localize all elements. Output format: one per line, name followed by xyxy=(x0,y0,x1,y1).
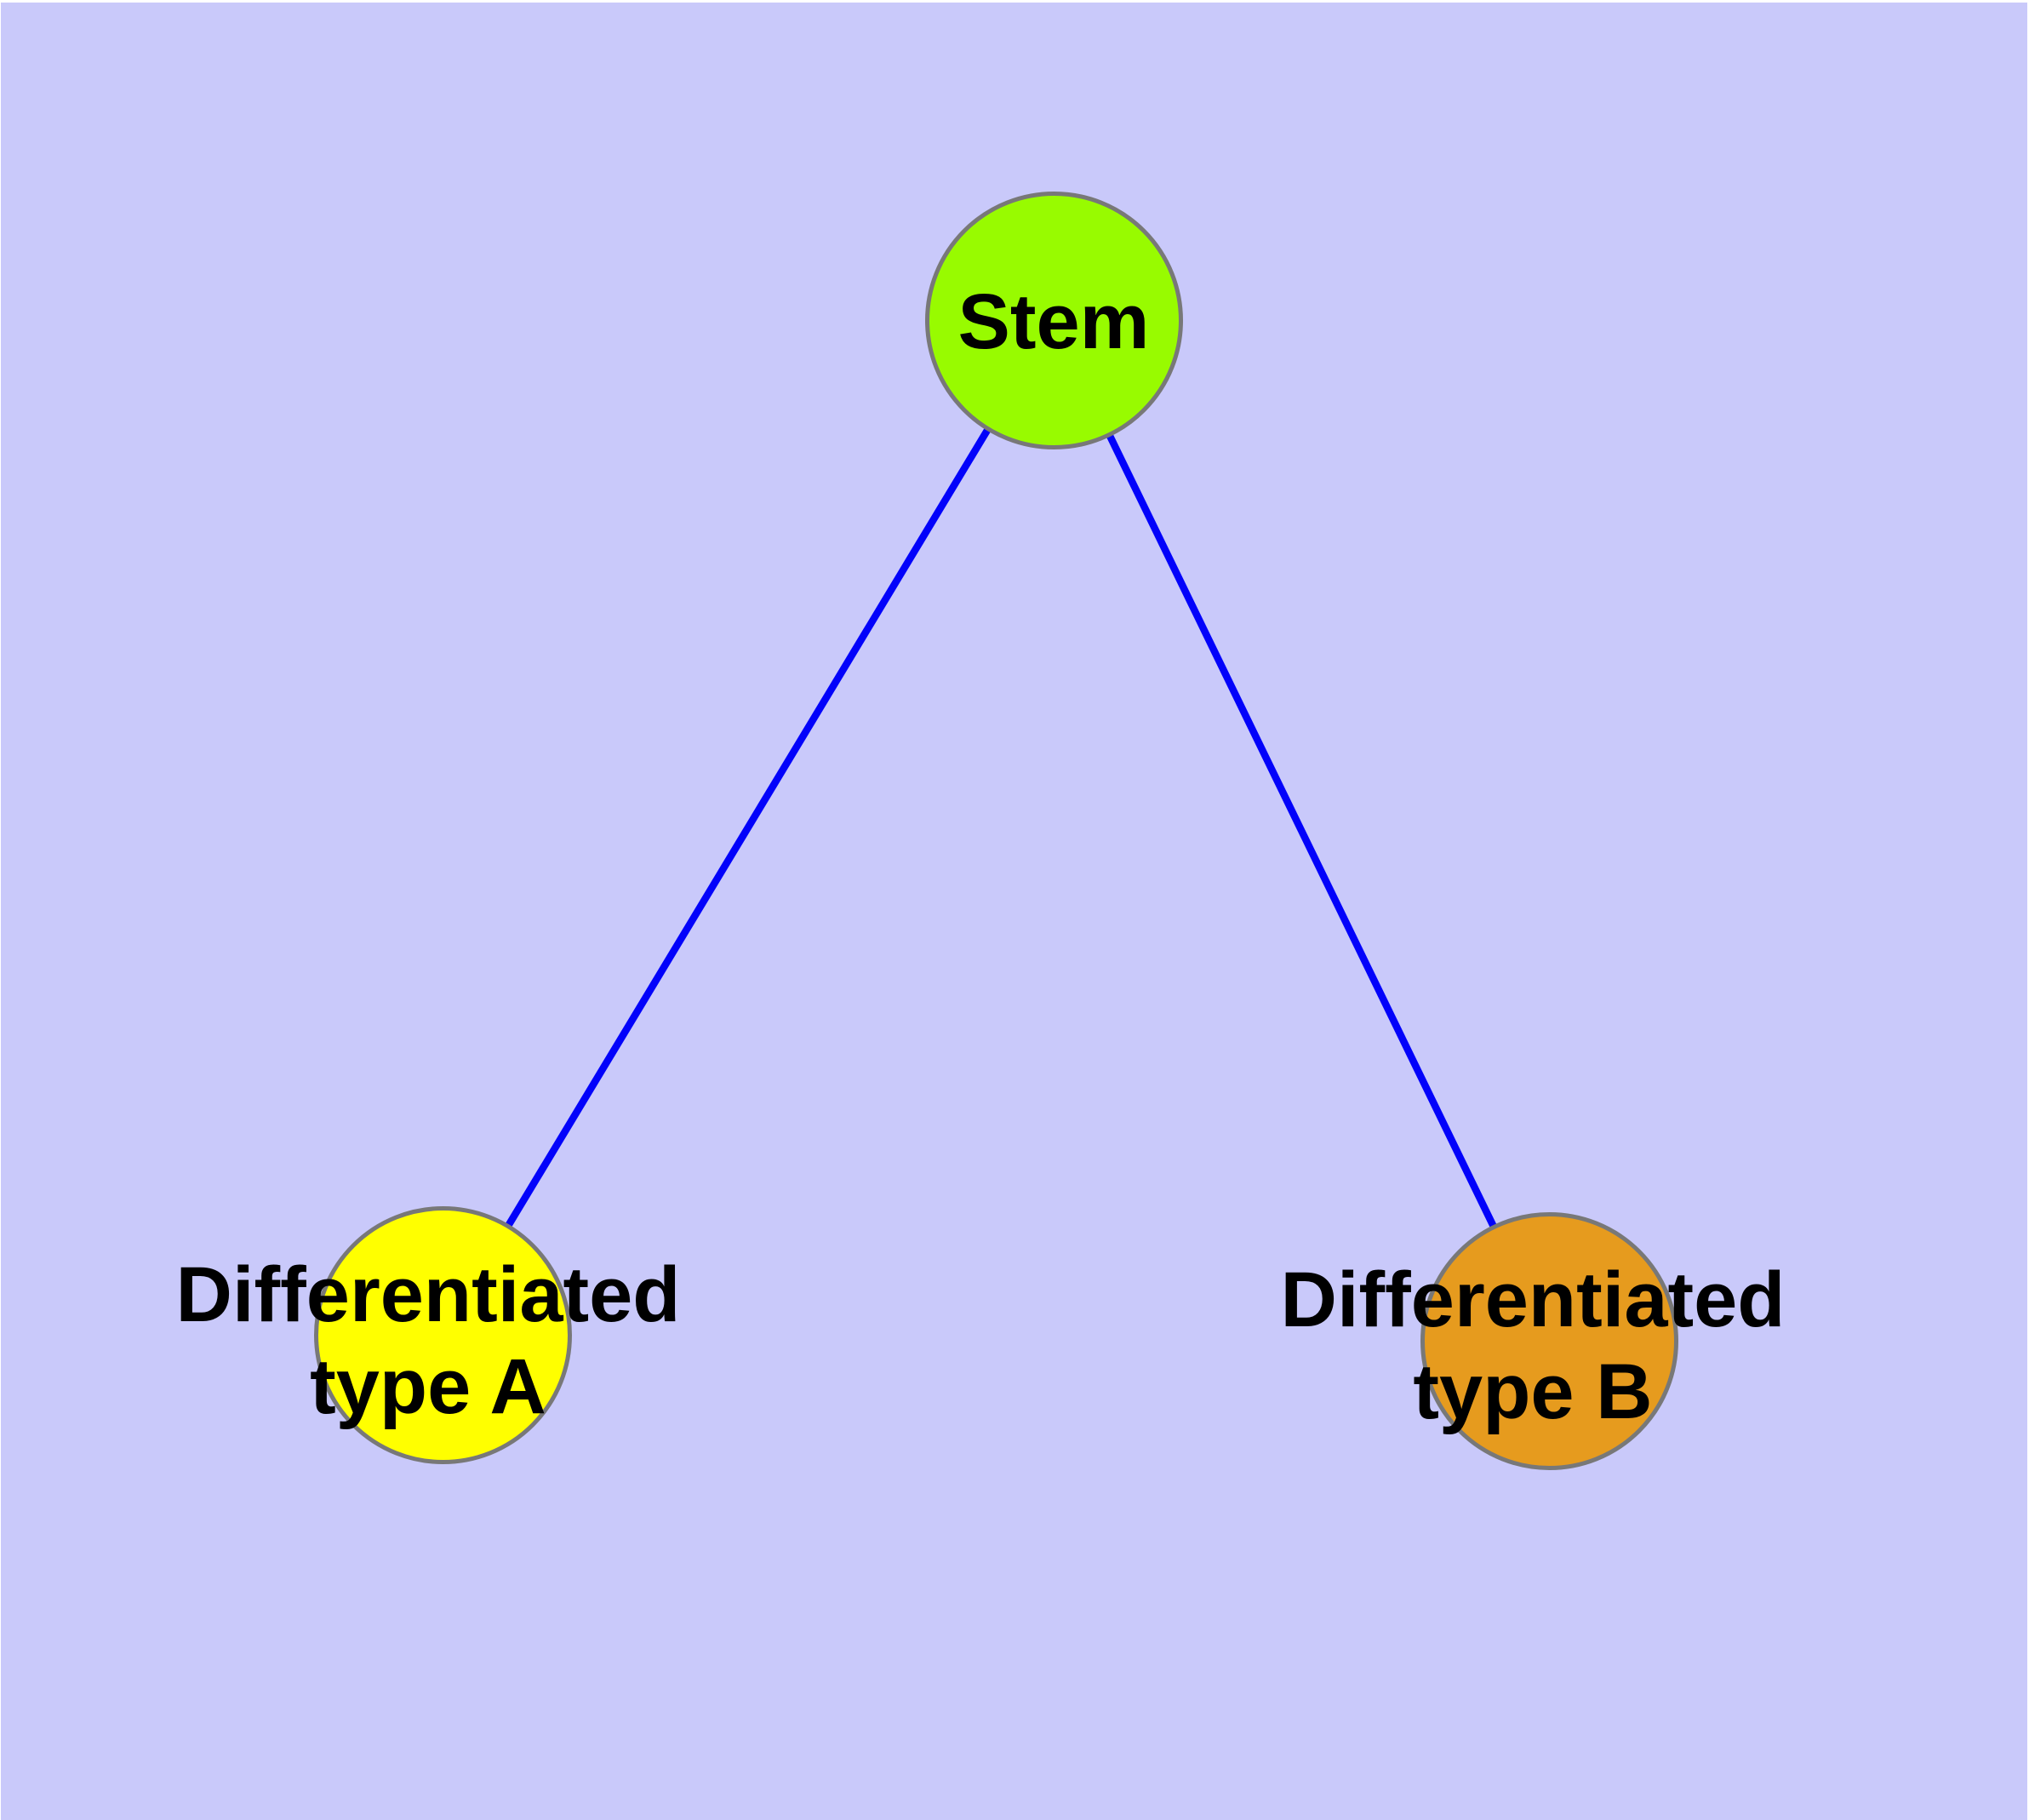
edge-stem-to-type-a xyxy=(439,318,1057,1337)
node-differentiated-type-a-label-line2: type A xyxy=(310,1343,546,1430)
node-stem-label: Stem xyxy=(957,278,1150,365)
node-differentiated-type-a-label: Differentiated type A xyxy=(176,1249,681,1433)
node-differentiated-type-b-label-line2: type B xyxy=(1413,1348,1653,1435)
edges-layer xyxy=(439,318,1552,1342)
node-stem-circle xyxy=(925,192,1183,449)
node-differentiated-type-b-label-line1: Differentiated xyxy=(1280,1256,1786,1343)
node-differentiated-type-b-label: Differentiated type B xyxy=(1281,1254,1786,1438)
node-differentiated-type-a-circle xyxy=(314,1206,572,1464)
node-differentiated-type-a-label-line1: Differentiated xyxy=(175,1251,681,1338)
graph-canvas: Stem Differentiated type A Differentiate… xyxy=(1,3,2027,1820)
node-differentiated-type-b-circle xyxy=(1420,1212,1678,1470)
edge-stem-to-type-b xyxy=(1050,318,1552,1342)
